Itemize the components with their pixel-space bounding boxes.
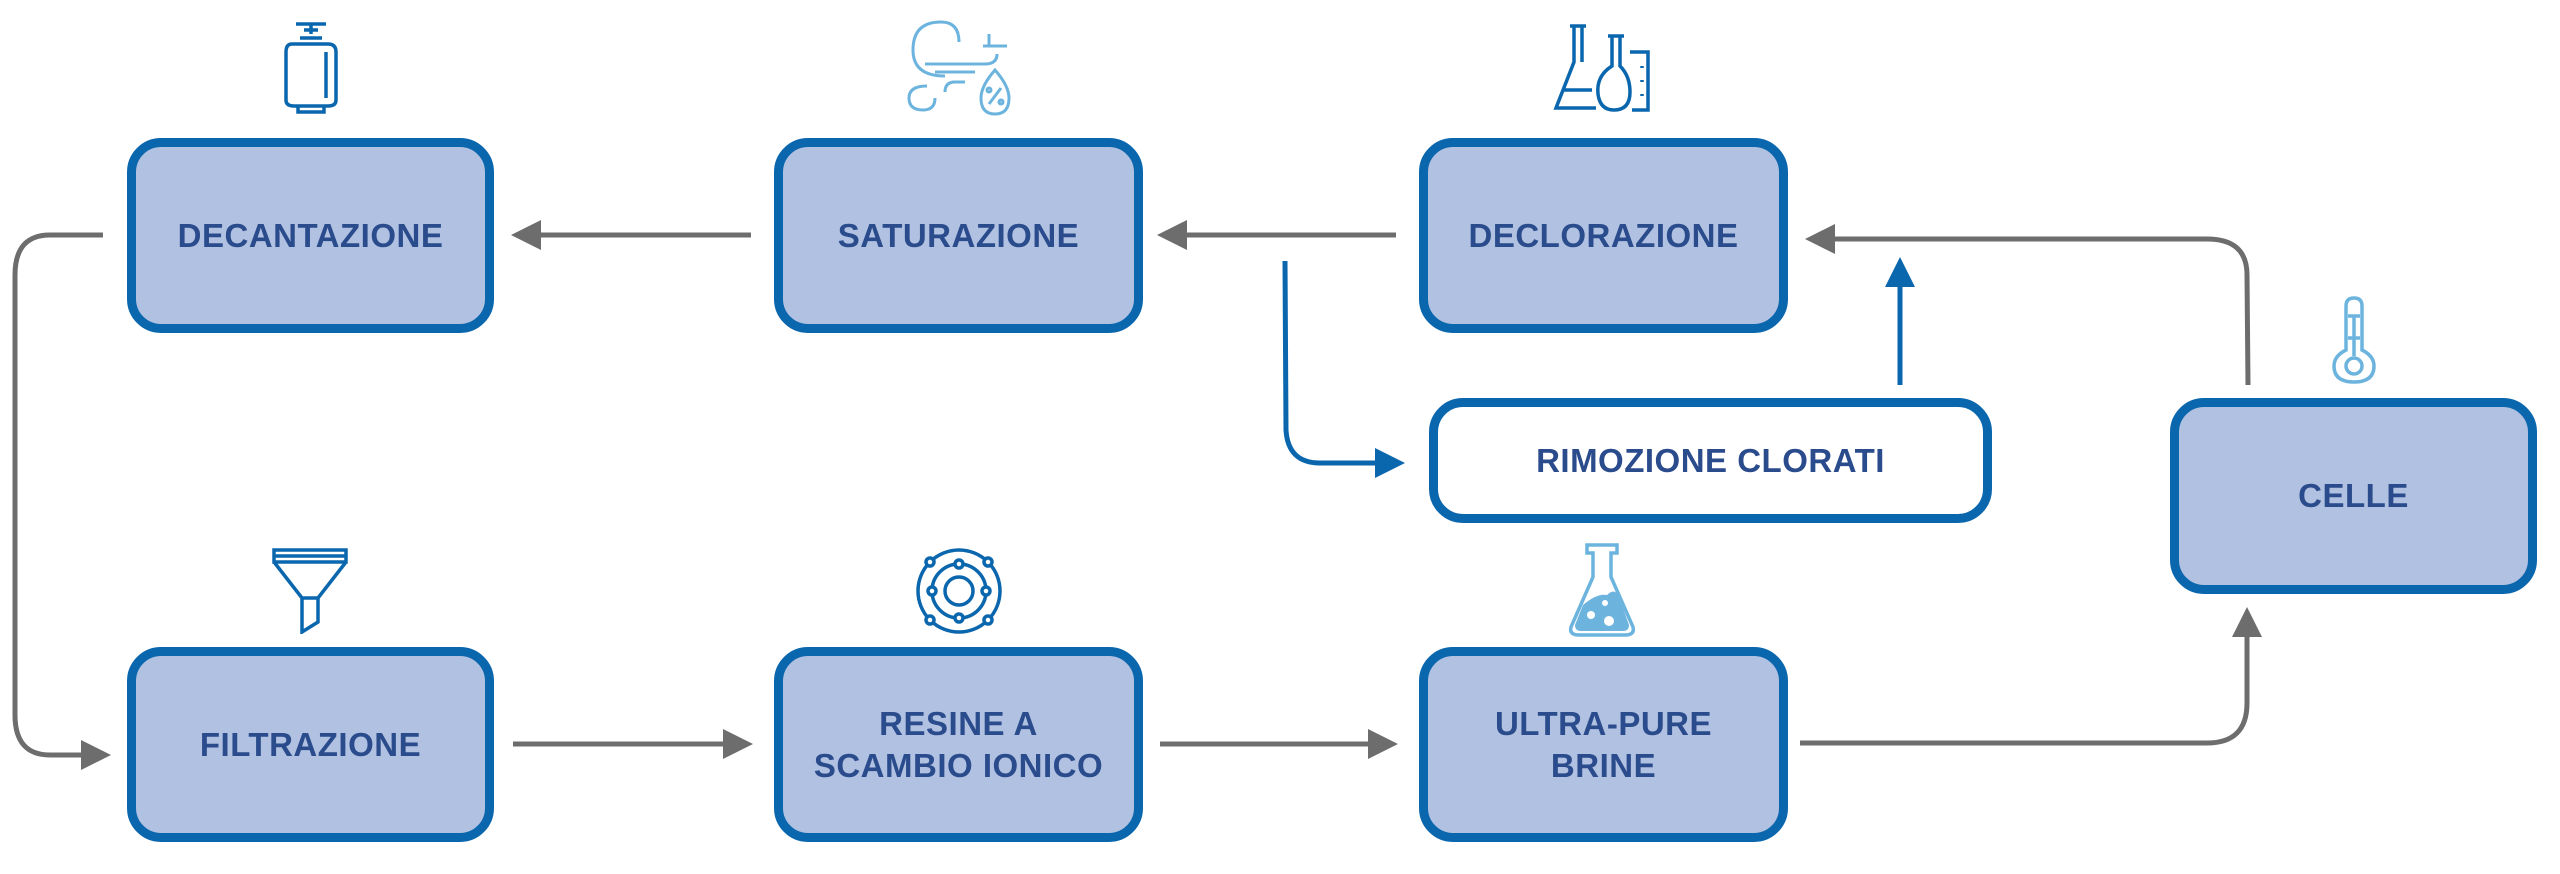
step-resine: RESINE A SCAMBIO IONICO (774, 647, 1143, 842)
step-celle: CELLE (2170, 398, 2537, 594)
step-label: DECANTAZIONE (177, 216, 444, 254)
step-ultra-pure-brine: ULTRA-PURE BRINE (1419, 647, 1788, 842)
step-label: RIMOZIONE CLORATI (1536, 441, 1885, 479)
arrow-ultrapure-to-celle (1800, 607, 2262, 746)
step-label: FILTRAZIONE (199, 725, 422, 763)
step-label: DECLORAZIONE (1468, 216, 1739, 254)
funnel-icon (272, 548, 348, 634)
lab-glassware-icon (1553, 24, 1650, 112)
step-rimozione-clorati: RIMOZIONE CLORATI (1429, 398, 1992, 523)
step-label: CELLE (2298, 477, 2409, 515)
step-label: SATURAZIONE (837, 216, 1080, 254)
arrow-saturazione-to-rimozione (1282, 260, 1405, 478)
thermometer-icon (2332, 296, 2376, 384)
step-label: RESINE A SCAMBIO IONICO (813, 705, 1104, 784)
atom-icon (916, 548, 1002, 634)
arrow-decantazione-to-filtrazione (12, 232, 111, 770)
step-filtrazione: FILTRAZIONE (127, 647, 494, 842)
flask-icon (1568, 543, 1636, 637)
humidity-wind-icon (907, 20, 1011, 116)
arrow-celle-to-declorazione (1805, 224, 2251, 386)
step-saturazione: SATURAZIONE (774, 138, 1143, 333)
step-decantazione: DECANTAZIONE (127, 138, 494, 333)
gas-cylinder-icon (284, 22, 338, 114)
step-declorazione: DECLORAZIONE (1419, 138, 1788, 333)
step-label: ULTRA-PURE BRINE (1494, 705, 1713, 784)
